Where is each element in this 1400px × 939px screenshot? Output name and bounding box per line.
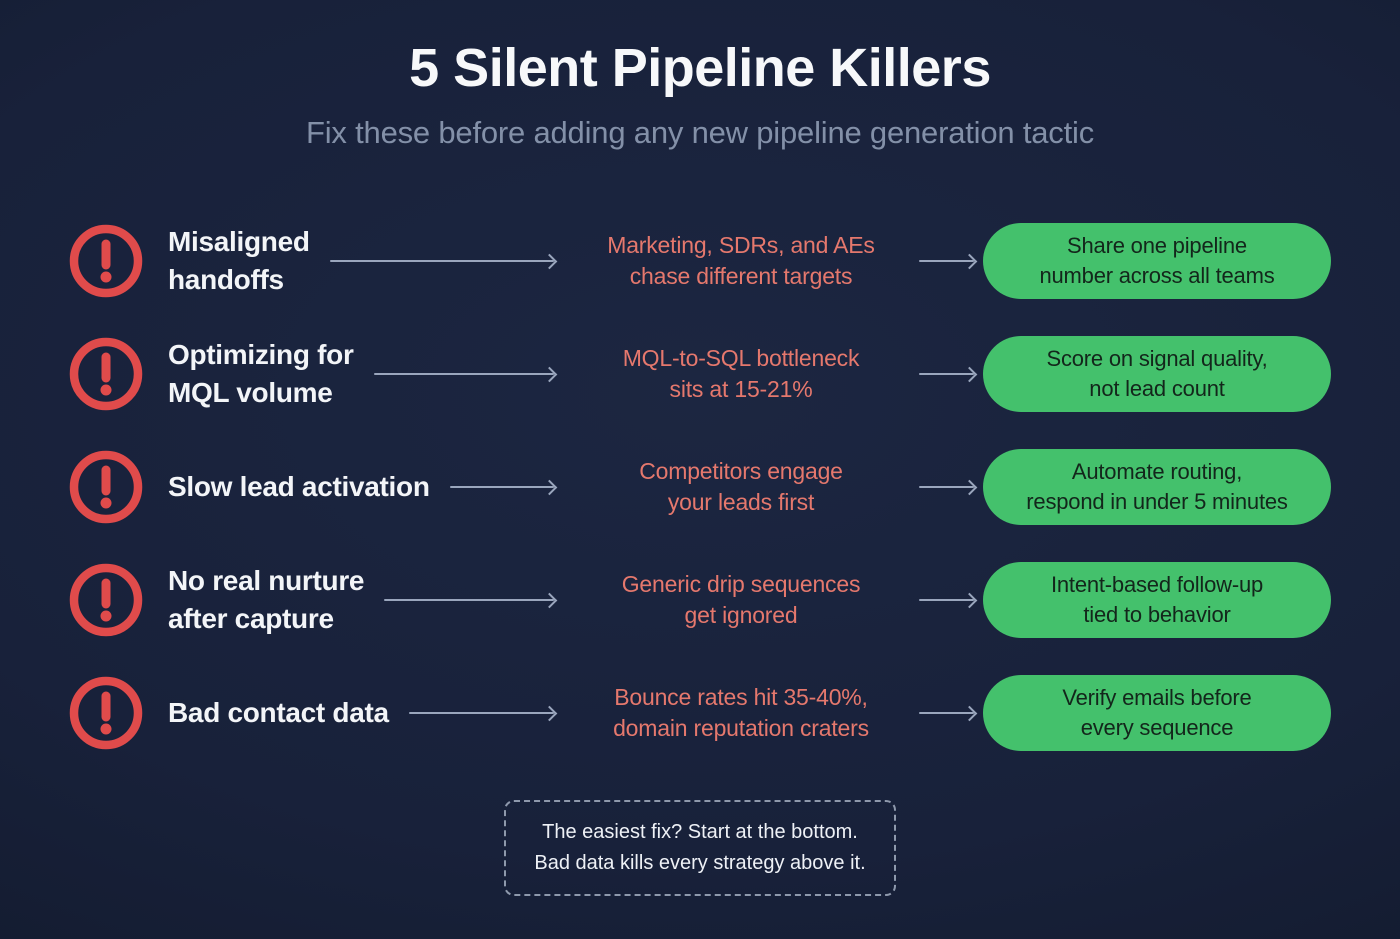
solution-pill: Share one pipeline number across all tea… — [983, 223, 1331, 300]
arrow-right-icon — [919, 588, 978, 612]
arrow-right-icon — [919, 362, 978, 386]
problem-label: Slow lead activation — [168, 470, 430, 502]
solution-pill: Intent-based follow-up tied to behavior — [983, 562, 1331, 639]
arrow-right-icon — [919, 701, 978, 725]
solution-pill: Automate routing, respond in under 5 min… — [983, 449, 1331, 526]
alert-exclamation-icon — [68, 223, 144, 299]
pipeline-killer-row: No real nurture after capture Generic dr… — [0, 544, 1400, 657]
consequence-text: Marketing, SDRs, and AEs chase different… — [607, 231, 875, 290]
arrow-right-icon — [384, 588, 558, 612]
solution-pill: Verify emails before every sequence — [983, 675, 1331, 752]
pipeline-killer-row: Slow lead activation Competitors engage … — [0, 431, 1400, 544]
page-subtitle: Fix these before adding any new pipeline… — [305, 114, 1095, 150]
arrow-right-icon — [919, 475, 978, 499]
problem-label: Optimizing for MQL volume — [168, 338, 354, 409]
arrow-right-icon — [408, 701, 558, 725]
alert-exclamation-icon — [68, 336, 144, 412]
consequence-text: Bounce rates hit 35-40%, domain reputati… — [613, 683, 869, 742]
pipeline-killer-row: Misaligned handoffs Marketing, SDRs, and… — [0, 205, 1400, 318]
pipeline-killer-row: Bad contact data Bounce rates hit 35-40%… — [0, 657, 1400, 770]
consequence-text: MQL-to-SQL bottleneck sits at 15-21% — [622, 344, 860, 403]
alert-exclamation-icon — [68, 562, 144, 638]
arrow-right-icon — [373, 362, 558, 386]
consequence-text: Competitors engage your leads first — [639, 457, 843, 516]
alert-exclamation-icon — [68, 449, 144, 525]
page-title: 5 Silent Pipeline Killers — [409, 38, 991, 98]
header: 5 Silent Pipeline Killers Fix these befo… — [0, 0, 1400, 151]
problem-label: Misaligned handoffs — [168, 225, 310, 296]
pipeline-killers-list: Misaligned handoffs Marketing, SDRs, and… — [0, 205, 1400, 770]
arrow-right-icon — [919, 249, 978, 273]
pipeline-killer-row: Optimizing for MQL volume MQL-to-SQL bot… — [0, 318, 1400, 431]
problem-label: Bad contact data — [168, 696, 389, 728]
problem-label: No real nurture after capture — [168, 564, 365, 635]
alert-exclamation-icon — [68, 675, 144, 751]
arrow-right-icon — [329, 249, 558, 273]
arrow-right-icon — [449, 475, 558, 499]
solution-pill: Score on signal quality, not lead count — [983, 336, 1331, 413]
footer-note: The easiest fix? Start at the bottom. Ba… — [504, 799, 896, 896]
consequence-text: Generic drip sequences get ignored — [621, 570, 861, 629]
